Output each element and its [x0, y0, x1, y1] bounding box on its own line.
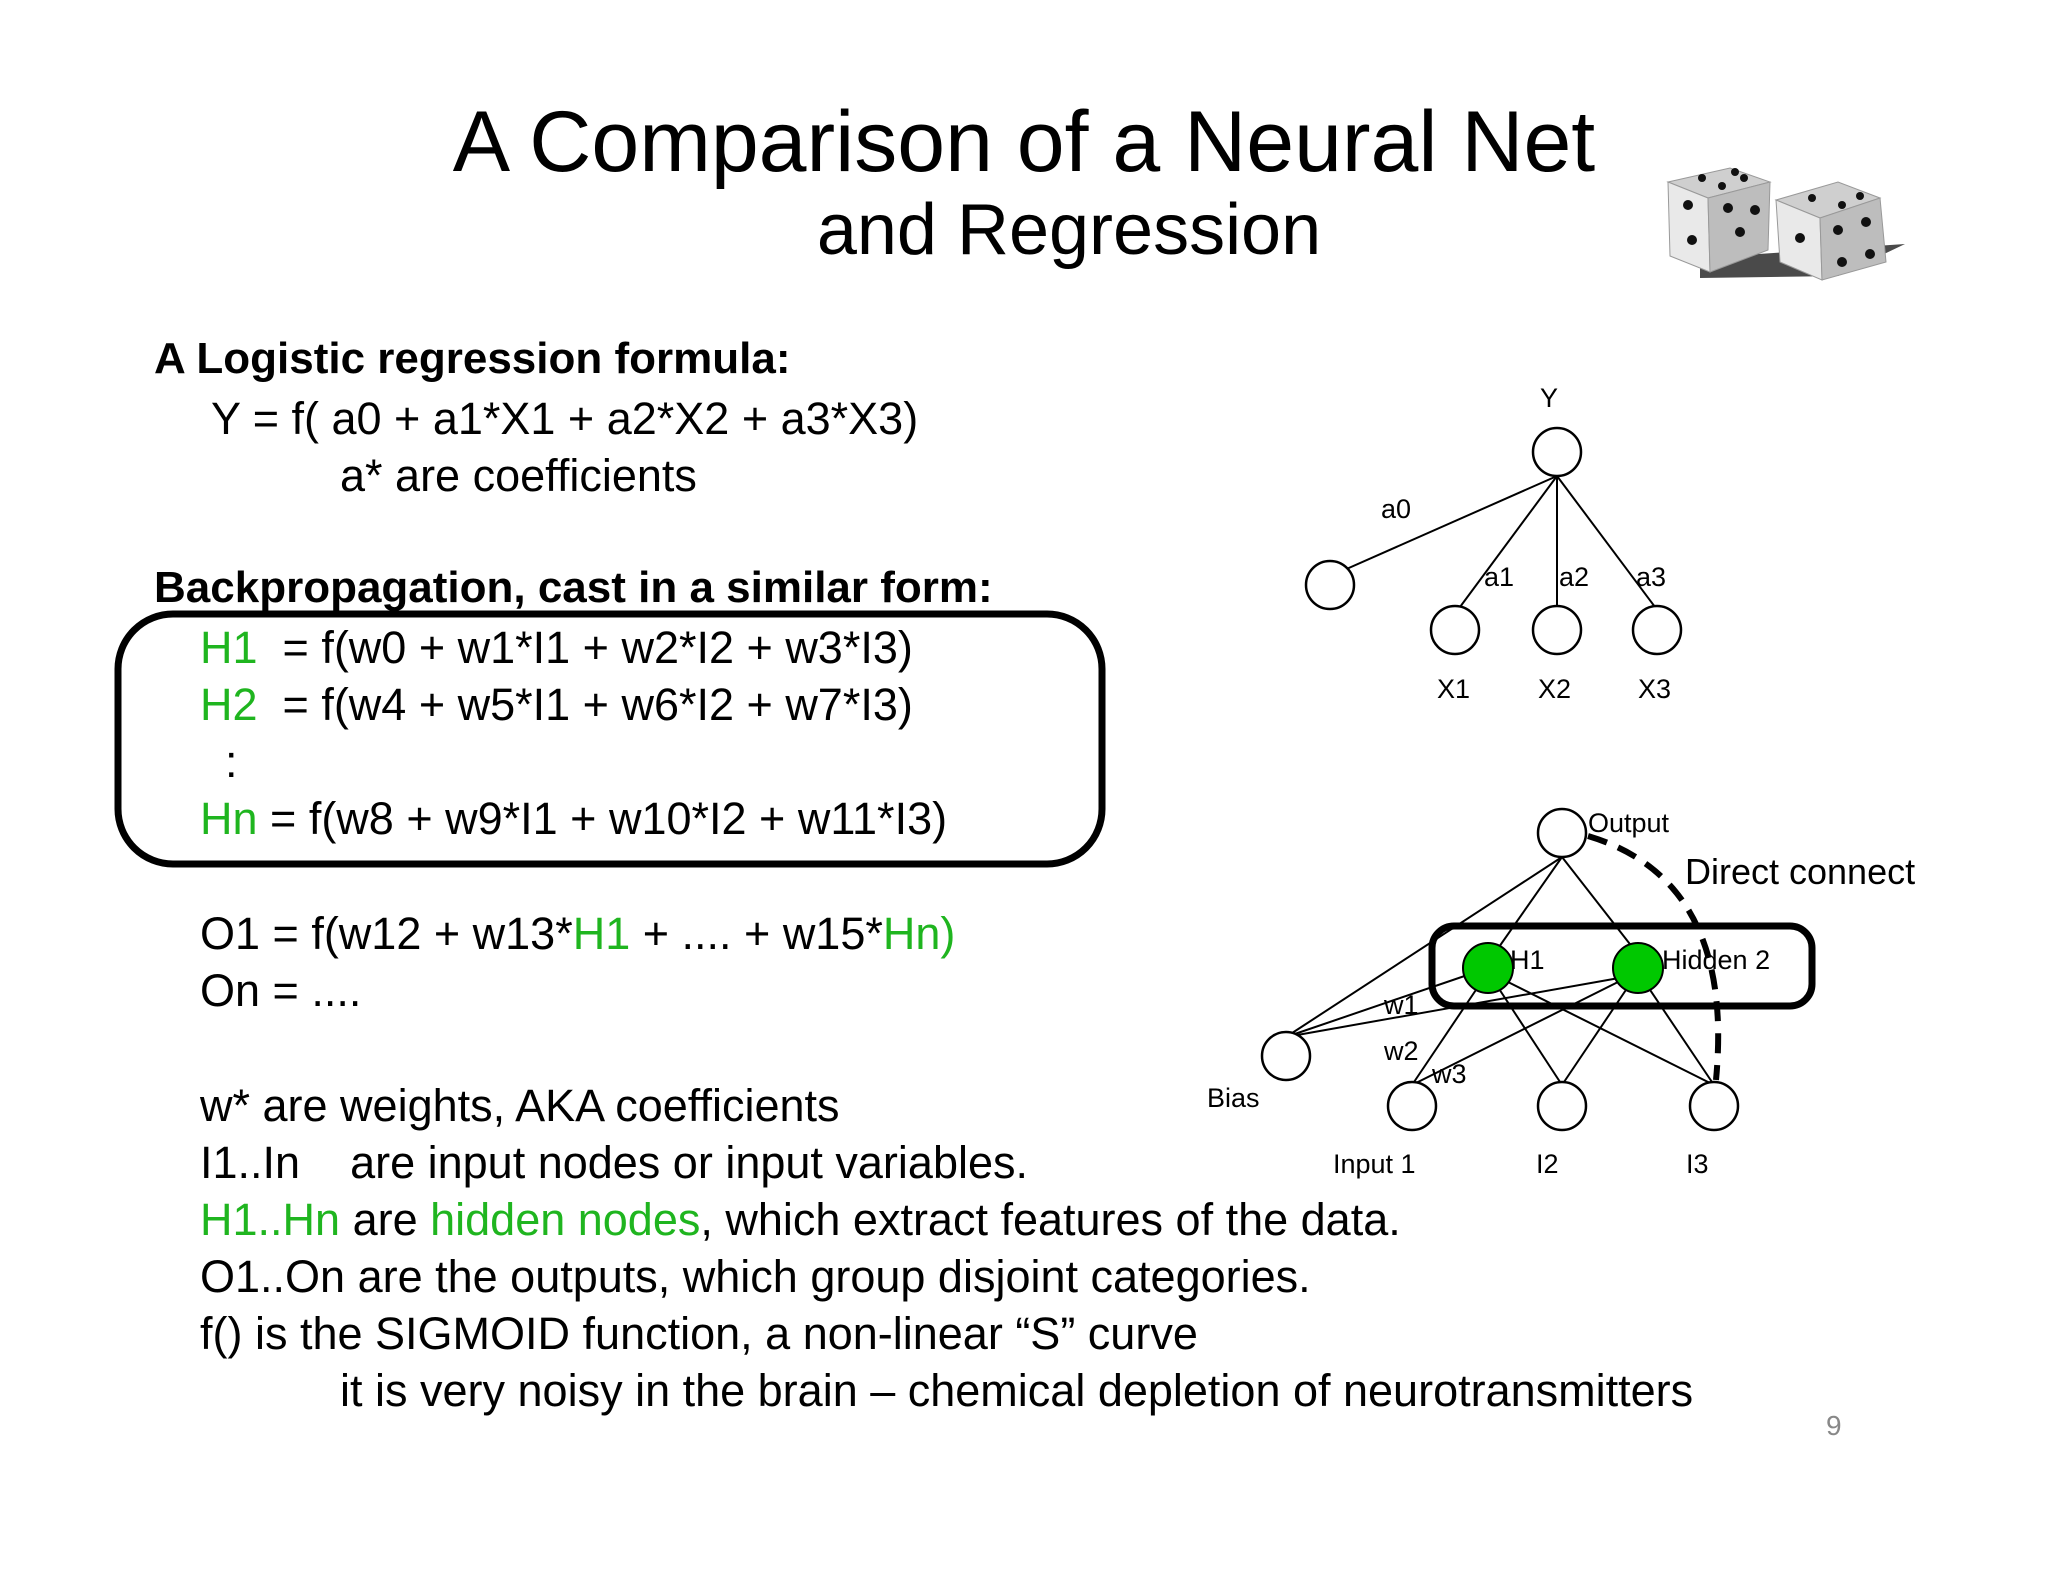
- a1-label: a1: [1484, 562, 1514, 592]
- logistic-heading: A Logistic regression formula:: [154, 334, 791, 383]
- x3-label: X3: [1638, 674, 1671, 704]
- i3-node: [1688, 1080, 1740, 1132]
- on-equation: On = ....: [200, 965, 362, 1016]
- sigmoid-definition: f() is the SIGMOID function, a non-linea…: [200, 1308, 1198, 1359]
- inputs-definition: I1..In are input nodes or input variable…: [200, 1137, 1028, 1188]
- direct-connect-path: [1587, 833, 1722, 1081]
- regression-diagram: Y a0 a1 a2 a3 X1 X2 X3: [1304, 383, 1683, 704]
- a0-label: a0: [1381, 494, 1411, 524]
- direct-connect-label: Direct connect: [1685, 851, 1915, 892]
- h2-label: H2: [200, 679, 258, 730]
- hidden-nodes-term: hidden nodes: [430, 1194, 701, 1245]
- bias-node-regression: [1304, 559, 1356, 611]
- dice-icon: [1666, 167, 1905, 281]
- h2-formula: = f(w4 + w5*I1 + w6*I2 + w7*I3): [257, 679, 913, 730]
- output-label: Output: [1588, 808, 1670, 838]
- o1-start: O1 = f(w12 + w13*: [200, 908, 573, 959]
- backprop-heading: Backpropagation, cast in a similar form:: [154, 563, 993, 612]
- o1-equation: O1 = f(w12 + w13*H1 + .... + w15*Hn): [200, 906, 955, 962]
- w2-label: w2: [1383, 1036, 1419, 1066]
- x2-node: [1531, 604, 1583, 656]
- o1-hn: Hn): [882, 908, 956, 959]
- x3-node: [1631, 604, 1683, 656]
- neural-net-diagram: Output Direct connect H1 Hidden 2 w1 w2 …: [1207, 807, 1915, 1179]
- o1-h1: H1: [572, 908, 631, 959]
- a2-label: a2: [1559, 562, 1589, 592]
- page-number: 9: [1826, 1410, 1842, 1441]
- hidden-definition: H1..Hn are hidden nodes, which extract f…: [200, 1192, 1401, 1248]
- hidden2-label: Hidden 2: [1662, 945, 1770, 975]
- logistic-note: a* are coefficients: [340, 450, 697, 501]
- h1-node: [1462, 942, 1514, 994]
- weights-definition: w* are weights, AKA coefficients: [200, 1080, 840, 1131]
- h1-node-label: H1: [1510, 945, 1545, 975]
- output-node: [1536, 807, 1588, 859]
- w1-label: w1: [1383, 990, 1419, 1020]
- bias-node: [1260, 1030, 1312, 1082]
- i2-node: [1536, 1080, 1588, 1132]
- noise-note: it is very noisy in the brain – chemical…: [340, 1365, 1694, 1416]
- hidden-label: H1..Hn: [200, 1194, 341, 1245]
- edge-a0: [1341, 475, 1558, 572]
- outputs-definition: O1..On are the outputs, which group disj…: [200, 1251, 1311, 1302]
- hn-label: Hn: [200, 793, 258, 844]
- y-node: [1531, 426, 1583, 478]
- x1-node: [1429, 604, 1481, 656]
- bias-label: Bias: [1207, 1083, 1260, 1113]
- x2-label: X2: [1538, 674, 1571, 704]
- hidden-are: are: [340, 1194, 431, 1245]
- o1-mid: + .... + w15*: [630, 908, 883, 959]
- edge-a3: [1556, 475, 1656, 608]
- h1-label: H1: [200, 622, 258, 673]
- hidden-layer-box: [1428, 922, 1816, 1010]
- input1-label: Input 1: [1333, 1149, 1416, 1179]
- i3-label: I3: [1686, 1149, 1709, 1179]
- hidden2-node: [1612, 942, 1664, 994]
- hn-equation: Hn = f(w8 + w9*I1 + w10*I2 + w11*I3): [200, 791, 947, 847]
- h1-formula: = f(w0 + w1*I1 + w2*I2 + w3*I3): [257, 622, 913, 673]
- hn-formula: = f(w8 + w9*I1 + w10*I2 + w11*I3): [257, 793, 948, 844]
- edge-a1: [1459, 475, 1558, 608]
- logistic-formula: Y = f( a0 + a1*X1 + a2*X2 + a3*X3): [211, 393, 919, 444]
- h2-equation: H2 = f(w4 + w5*I1 + w6*I2 + w7*I3): [200, 677, 913, 733]
- x1-label: X1: [1437, 674, 1470, 704]
- hidden-rest: , which extract features of the data.: [700, 1194, 1401, 1245]
- a3-label: a3: [1636, 562, 1666, 592]
- slide-subtitle: and Regression: [816, 190, 1322, 270]
- h1-equation: H1 = f(w0 + w1*I1 + w2*I2 + w3*I3): [200, 620, 913, 676]
- w3-label: w3: [1431, 1059, 1467, 1089]
- ellipsis: :: [225, 736, 238, 787]
- i2-label: I2: [1536, 1149, 1559, 1179]
- y-label: Y: [1540, 383, 1558, 413]
- input1-node: [1386, 1080, 1438, 1132]
- slide-title: A Comparison of a Neural Net: [452, 94, 1596, 190]
- hidden-equations-box: [114, 610, 1106, 868]
